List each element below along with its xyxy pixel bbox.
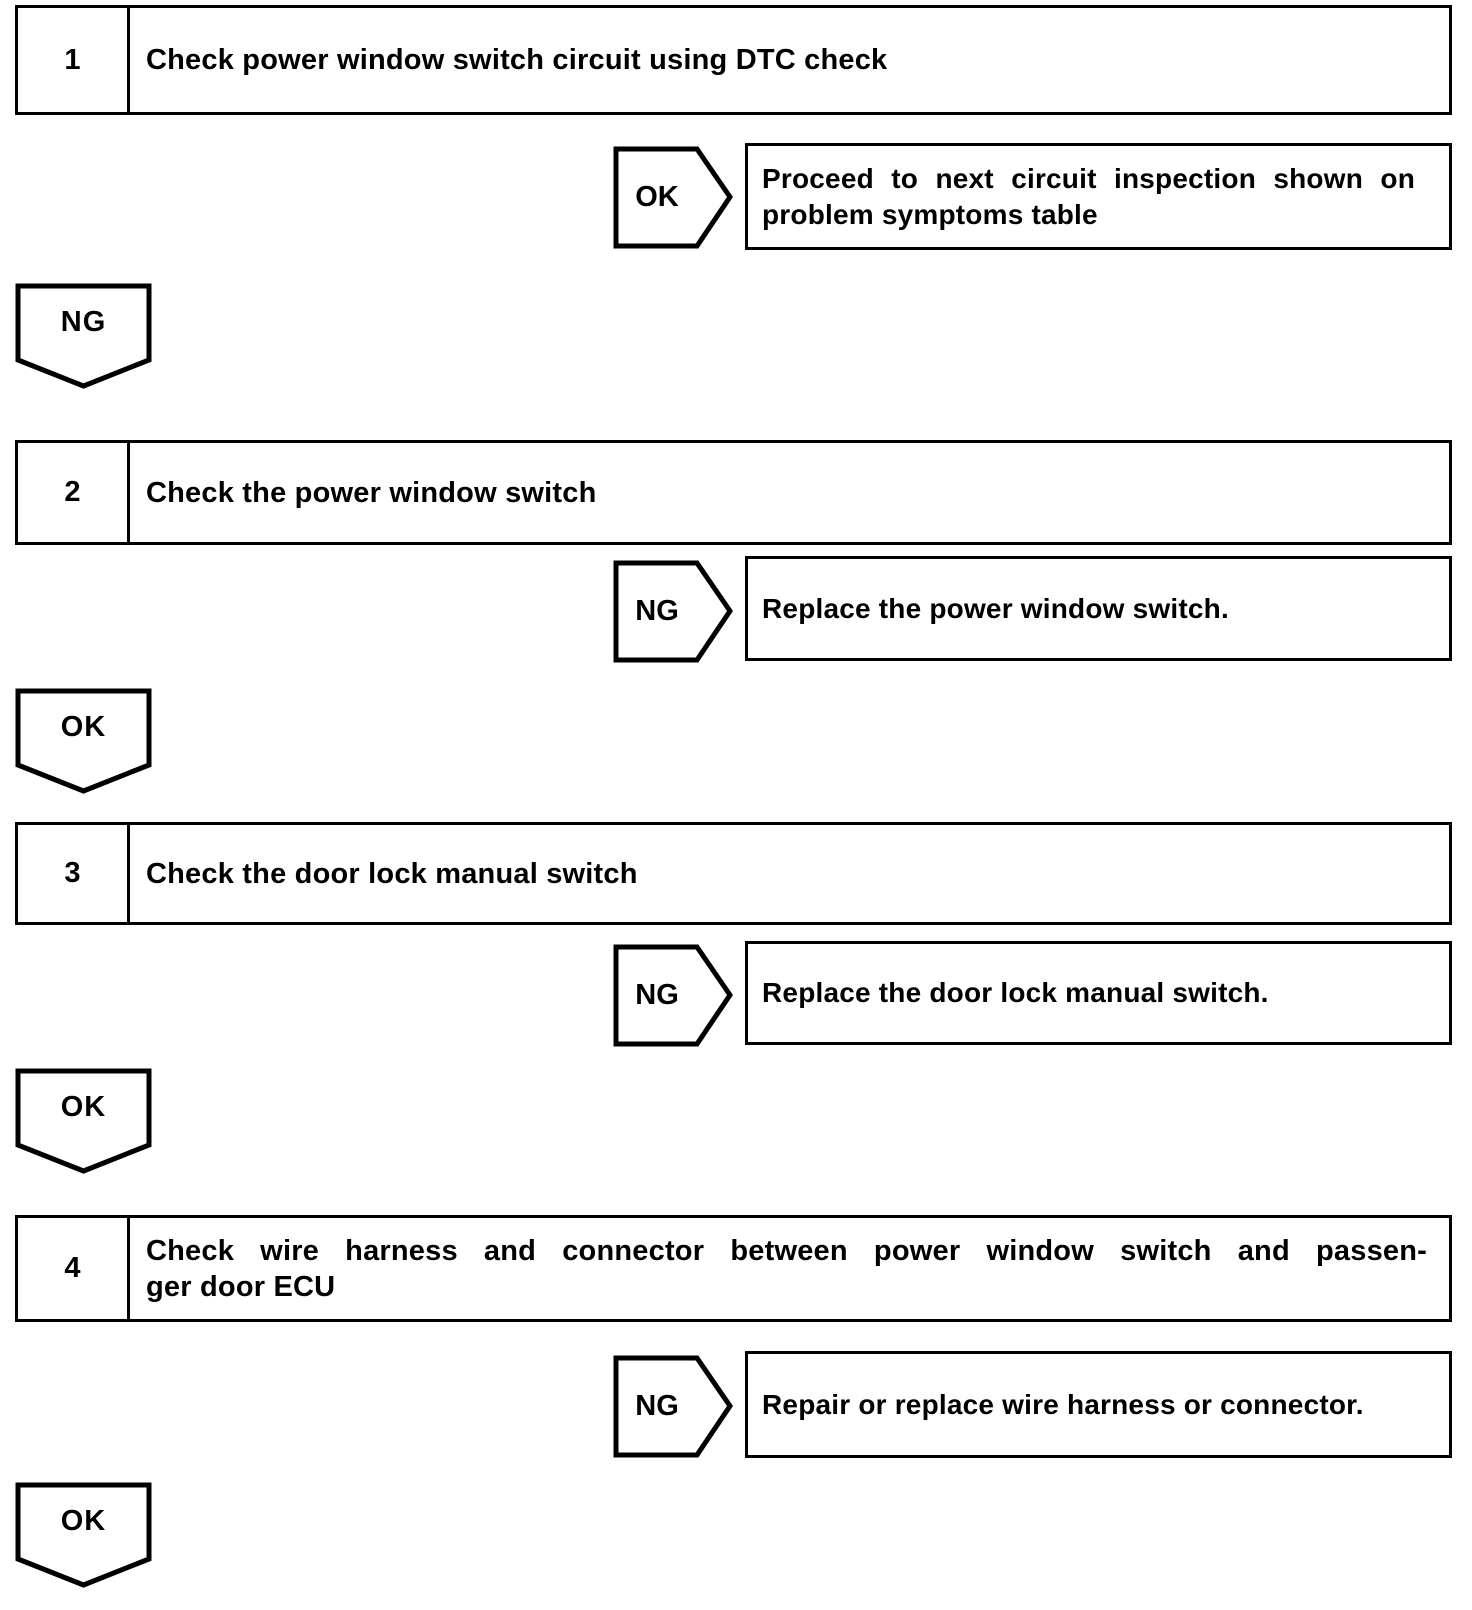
ok-connector-label-4: OK	[60, 1504, 107, 1537]
step-2-number: 2	[18, 443, 130, 542]
step-1-title-line: Check power window switch circuit using …	[146, 44, 888, 76]
step-2-title-line: Check the power window switch	[146, 476, 597, 509]
step-3-title: Check the door lock manual switch	[130, 825, 1449, 922]
ng-branch-label-2: NG	[635, 595, 679, 627]
ok-connector-4: OK	[15, 1482, 152, 1589]
down-pentagon-icon	[15, 283, 152, 389]
step-1-box: 1 Check power window switch circuit usin…	[15, 5, 1452, 115]
step-3-box: 3 Check the door lock manual switch	[15, 822, 1452, 925]
result-1-line-1: Proceed to next circuit inspection shown…	[762, 162, 1415, 194]
down-pentagon-icon	[15, 1482, 152, 1588]
right-arrow-pentagon-icon	[613, 560, 733, 663]
right-arrow-pentagon-icon	[613, 146, 733, 249]
result-box-1: Proceed to next circuit inspection shown…	[745, 143, 1452, 250]
right-arrow-pentagon-icon	[613, 1355, 733, 1458]
result-1-line-2: problem symptoms table	[762, 198, 1098, 230]
right-arrow-pentagon-icon	[613, 944, 733, 1047]
ok-connector-label-3: OK	[60, 1090, 107, 1123]
step-2-box: 2 Check the power window switch	[15, 440, 1452, 545]
step-3-number: 3	[18, 825, 130, 922]
result-box-3: Replace the door lock manual switch.	[745, 941, 1452, 1045]
step-1-title: Check power window switch circuit using …	[130, 8, 1449, 112]
ok-connector-label-2: OK	[60, 710, 107, 743]
ng-connector-label-1: NG	[60, 305, 107, 338]
step-1-number: 1	[18, 8, 130, 112]
step-4-title-line-1: Check wire harness and connector between…	[146, 1234, 1427, 1267]
step-4-title: Check wire harness and connector between…	[130, 1218, 1449, 1319]
ok-connector-3: OK	[15, 1068, 152, 1175]
ok-branch-arrow-1: OK	[613, 146, 733, 249]
ng-branch-arrow-4: NG	[613, 1355, 733, 1458]
ng-branch-arrow-2: NG	[613, 560, 733, 663]
ng-branch-label-3: NG	[635, 979, 679, 1011]
step-4-box: 4 Check wire harness and connector betwe…	[15, 1215, 1452, 1322]
result-box-2: Replace the power window switch.	[745, 556, 1452, 661]
ng-branch-label-4: NG	[635, 1390, 679, 1422]
step-4-number: 4	[18, 1218, 130, 1319]
step-3-title-line: Check the door lock manual switch	[146, 857, 638, 890]
ok-connector-2: OK	[15, 688, 152, 795]
result-4-line-1: Repair or replace wire harness or connec…	[762, 1388, 1364, 1420]
result-2-line-1: Replace the power window switch.	[762, 592, 1229, 624]
ng-connector-1: NG	[15, 283, 152, 390]
down-pentagon-icon	[15, 1068, 152, 1174]
ng-branch-arrow-3: NG	[613, 944, 733, 1047]
ok-branch-label-1: OK	[635, 181, 679, 213]
result-box-4: Repair or replace wire harness or connec…	[745, 1351, 1452, 1458]
step-4-title-line-2: ger door ECU	[146, 1270, 336, 1303]
down-pentagon-icon	[15, 688, 152, 794]
step-2-title: Check the power window switch	[130, 443, 1449, 542]
result-3-line-1: Replace the door lock manual switch.	[762, 977, 1269, 1008]
